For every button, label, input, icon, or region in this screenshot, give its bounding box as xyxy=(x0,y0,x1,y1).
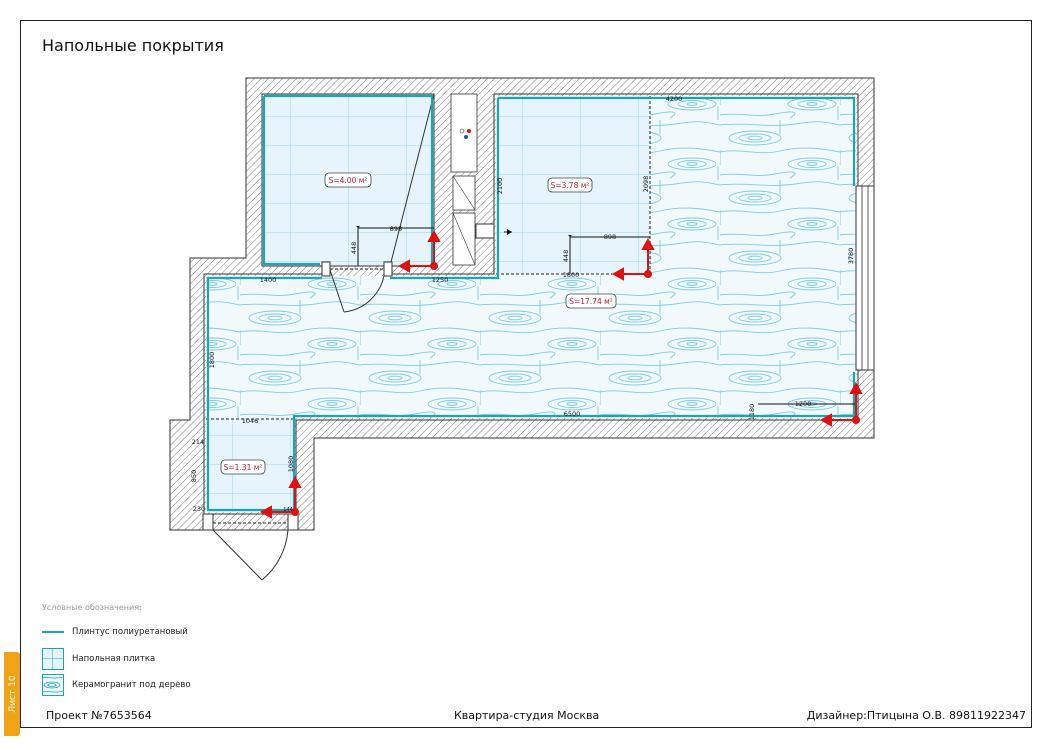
dim-2100: 2100 xyxy=(496,178,504,195)
dim-448-bath: 448 xyxy=(350,242,358,254)
legend-label: Керамогранит под дерево xyxy=(72,680,191,690)
legend-title: Условные обозначения: xyxy=(42,603,142,612)
bathroom-area-label: S=4.00 м² xyxy=(329,176,368,185)
dim-144: 144 xyxy=(283,507,293,513)
legend-baseboard: Плинтус полиуретановый xyxy=(42,627,188,637)
dim-1180: 1180 xyxy=(748,404,756,421)
hot-water-icon xyxy=(467,129,471,133)
legend-tile: Напольная плитка xyxy=(42,648,155,670)
legend-label: Напольная плитка xyxy=(72,654,156,664)
dim-4200: 4200 xyxy=(666,95,683,103)
dim-1080: 1080 xyxy=(287,456,295,473)
dim-1800: 1800 xyxy=(563,271,580,279)
dim-214: 214 xyxy=(192,438,204,446)
page-title: Напольные покрытия xyxy=(42,36,224,55)
baseboard-arrows xyxy=(259,229,863,519)
dim-1200: 1200 xyxy=(795,400,812,408)
utility-shaft xyxy=(450,93,478,173)
dim-898-kitchen: 898 xyxy=(604,233,616,241)
cold-water-icon xyxy=(464,135,468,139)
wood-swatch xyxy=(42,674,64,696)
baseboard-swatch xyxy=(42,631,64,633)
sheet-frame xyxy=(20,20,1032,728)
dim-850: 850 xyxy=(190,470,198,482)
legend-label: Плинтус полиуретановый xyxy=(72,627,188,637)
window xyxy=(855,185,875,371)
dim-1400: 1400 xyxy=(260,276,277,284)
dim-6500: 6500 xyxy=(564,410,581,418)
sheet-tab: Лист 10 xyxy=(4,652,20,736)
kitchen-area-label: S=3.78 м² xyxy=(551,181,590,190)
tile-swatch xyxy=(42,648,64,670)
living-floor xyxy=(206,96,856,418)
dim-1046: 1046 xyxy=(242,417,259,425)
living-area-label: S=17.74 м² xyxy=(569,297,613,306)
dim-1800-vertical: 1800 xyxy=(208,352,216,369)
dim-3780: 3780 xyxy=(847,248,855,265)
legend-wood: Керамогранит под дерево xyxy=(42,674,191,696)
dim-1250: 1250 xyxy=(432,276,449,284)
sheet-label: Лист 10 xyxy=(8,675,18,713)
project-number: Проект №7653564 xyxy=(46,709,152,722)
hall-area-label: S=1.31 м² xyxy=(224,463,263,472)
designer-info: Дизайнер:Птицына О.В. 89811922347 xyxy=(806,709,1026,722)
dim-2098: 2098 xyxy=(642,176,650,193)
bathroom-door xyxy=(321,261,393,313)
kitchen-opening xyxy=(475,223,495,239)
project-name: Квартира-студия Москва xyxy=(454,709,600,722)
dim-230: 230 xyxy=(193,505,205,513)
dim-448-kitchen: 448 xyxy=(562,250,570,262)
dim-898-bath: 898 xyxy=(390,225,402,233)
